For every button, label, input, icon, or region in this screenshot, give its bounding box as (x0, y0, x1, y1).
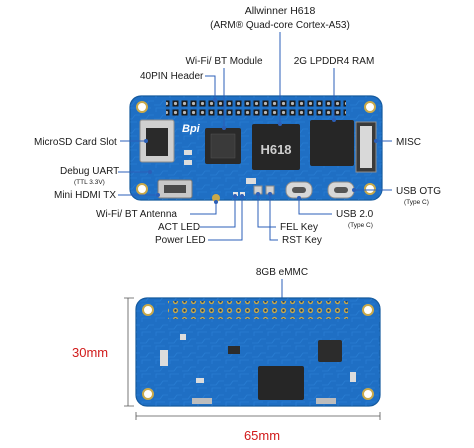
label-microsd: MicroSD Card Slot (34, 137, 117, 148)
label-mini-hdmi: Mini HDMI TX (54, 190, 116, 201)
label-power-led: Power LED (155, 235, 206, 246)
usb-connector-edge (192, 398, 212, 404)
mount-hole (364, 101, 376, 113)
smd-component (228, 346, 240, 354)
mount-hole (362, 388, 374, 400)
act-led (233, 192, 238, 196)
label-rst-key: RST Key (282, 235, 322, 246)
dimension-width: 65mm (244, 428, 280, 443)
label-debug-uart-sub: (TTL 3.3V) (74, 179, 105, 186)
label-usb20-sub: (Type C) (348, 222, 373, 229)
bottom-board (135, 297, 381, 407)
smd-component (246, 178, 256, 184)
soc-chip-mark: H618 (260, 142, 291, 157)
soc-chip (252, 124, 300, 170)
usb-connector-edge (316, 398, 336, 404)
emmc-chip (258, 366, 304, 400)
label-wifi-bt-module: Wi-Fi/ BT Module (185, 56, 262, 67)
mount-hole (362, 304, 374, 316)
label-wifi-antenna: Wi-Fi/ BT Antenna (96, 209, 177, 220)
smd-component (180, 334, 186, 340)
mount-hole (142, 388, 154, 400)
smd-component (350, 372, 356, 382)
dimension-lines: 30mm 65mm (72, 297, 381, 443)
pin-holes (168, 301, 348, 319)
label-fel-key: FEL Key (280, 222, 318, 233)
label-soc: Allwinner H618 (245, 5, 316, 17)
ram-chip (310, 120, 354, 166)
wifi-antenna-connector (212, 194, 220, 202)
label-usb-otg-sub: (Type C) (404, 199, 429, 206)
label-usb20: USB 2.0 (336, 209, 374, 220)
mount-hole (136, 101, 148, 113)
smd-component (196, 378, 204, 383)
label-soc-core: (ARM® Quad-core Cortex-A53) (210, 20, 350, 31)
label-usb-otg: USB OTG (396, 186, 441, 197)
mount-hole (142, 304, 154, 316)
pmic-chip (318, 340, 342, 362)
power-led (240, 192, 245, 196)
label-ram: 2G LPDDR4 RAM (294, 56, 375, 67)
smd-component (184, 160, 192, 165)
mount-hole (136, 183, 148, 195)
label-misc: MISC (396, 137, 421, 148)
smd-component (160, 350, 168, 366)
40pin-header (166, 100, 346, 118)
mount-hole (364, 183, 376, 195)
label-emmc: 8GB eMMC (256, 267, 308, 278)
label-debug-uart: Debug UART (60, 166, 119, 177)
top-board: Bpi H618 (129, 95, 383, 202)
top-labels: Allwinner H618 (ARM® Quad-core Cortex-A5… (34, 5, 441, 370)
smd-component (184, 150, 192, 155)
label-40pin-header: 40PIN Header (140, 71, 204, 82)
board-logo: Bpi (182, 123, 201, 135)
dimension-height: 30mm (72, 345, 108, 360)
label-act-led: ACT LED (158, 222, 200, 233)
